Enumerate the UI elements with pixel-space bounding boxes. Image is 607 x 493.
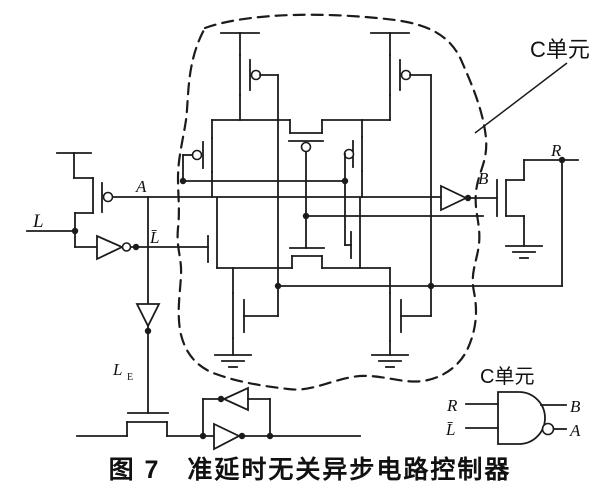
keeper-latch: [199, 386, 274, 451]
nmos-n4: [389, 267, 432, 356]
c-gate-symbol: C单元 R L̄ B A: [445, 365, 581, 445]
a-node-label: A: [135, 177, 147, 196]
nmos-rail-bottom: [216, 255, 391, 269]
callout-pointer-line: [474, 62, 568, 134]
pmos-rail-top: [211, 119, 391, 134]
inverter-le: [135, 303, 161, 329]
c-gate-input-lbar: L̄: [445, 420, 455, 439]
pmos-p4: [370, 32, 432, 121]
c-unit-label: C单元: [530, 37, 590, 62]
ground-right: [371, 354, 409, 368]
pmos-input-pullup: [56, 152, 114, 232]
feedback-wire: [274, 282, 563, 290]
pass-nmos: [126, 421, 168, 437]
pmos-gate-bubble: [102, 191, 114, 203]
figure-caption: 图 7 准延时无关异步电路控制器: [109, 456, 512, 484]
ground-r: [505, 245, 543, 259]
b-node-label: B: [478, 169, 489, 188]
a-node-wire: A: [112, 177, 442, 198]
keeper-inverter-bottom: [213, 422, 242, 451]
output-buffer: [440, 184, 469, 212]
pmos-p1: [220, 32, 279, 121]
gate-link-wire: [179, 177, 349, 185]
pmos-center: [288, 140, 324, 217]
c-unit-callout: C单元: [474, 37, 590, 134]
r-pulldown-stage: R: [496, 141, 579, 287]
l-input-stage: L L̄: [26, 152, 209, 261]
le-label-sub: E: [127, 372, 133, 383]
c-gate-title: C单元: [480, 365, 534, 388]
c-element-dashed-boundary: [176, 13, 488, 391]
pmos-p2: [182, 119, 213, 198]
c-gate-body: [497, 391, 546, 445]
ground-left: [214, 354, 252, 368]
l-bar-label: L̄: [149, 228, 159, 247]
r-node-label: R: [550, 141, 562, 160]
c-gate-output-b: B: [570, 397, 581, 416]
inverter-lbar: [96, 234, 209, 261]
output-buffer-stage: B: [440, 169, 498, 212]
c-gate-input-r: R: [446, 396, 458, 415]
nmos-n1: [207, 197, 218, 269]
inverter-bubble: [121, 242, 132, 252]
c-gate-output-a: A: [569, 421, 581, 440]
le-label: L: [112, 360, 122, 379]
c-element-core: [179, 32, 484, 368]
nmos-n3: [344, 197, 361, 269]
l-input-label: L: [32, 211, 44, 232]
pmos-p3: [343, 119, 363, 246]
nmos-n2: [232, 267, 279, 356]
c-gate-output-bubble: [541, 422, 555, 436]
bottom-rail: [76, 386, 361, 451]
le-chain: L E: [112, 196, 169, 414]
